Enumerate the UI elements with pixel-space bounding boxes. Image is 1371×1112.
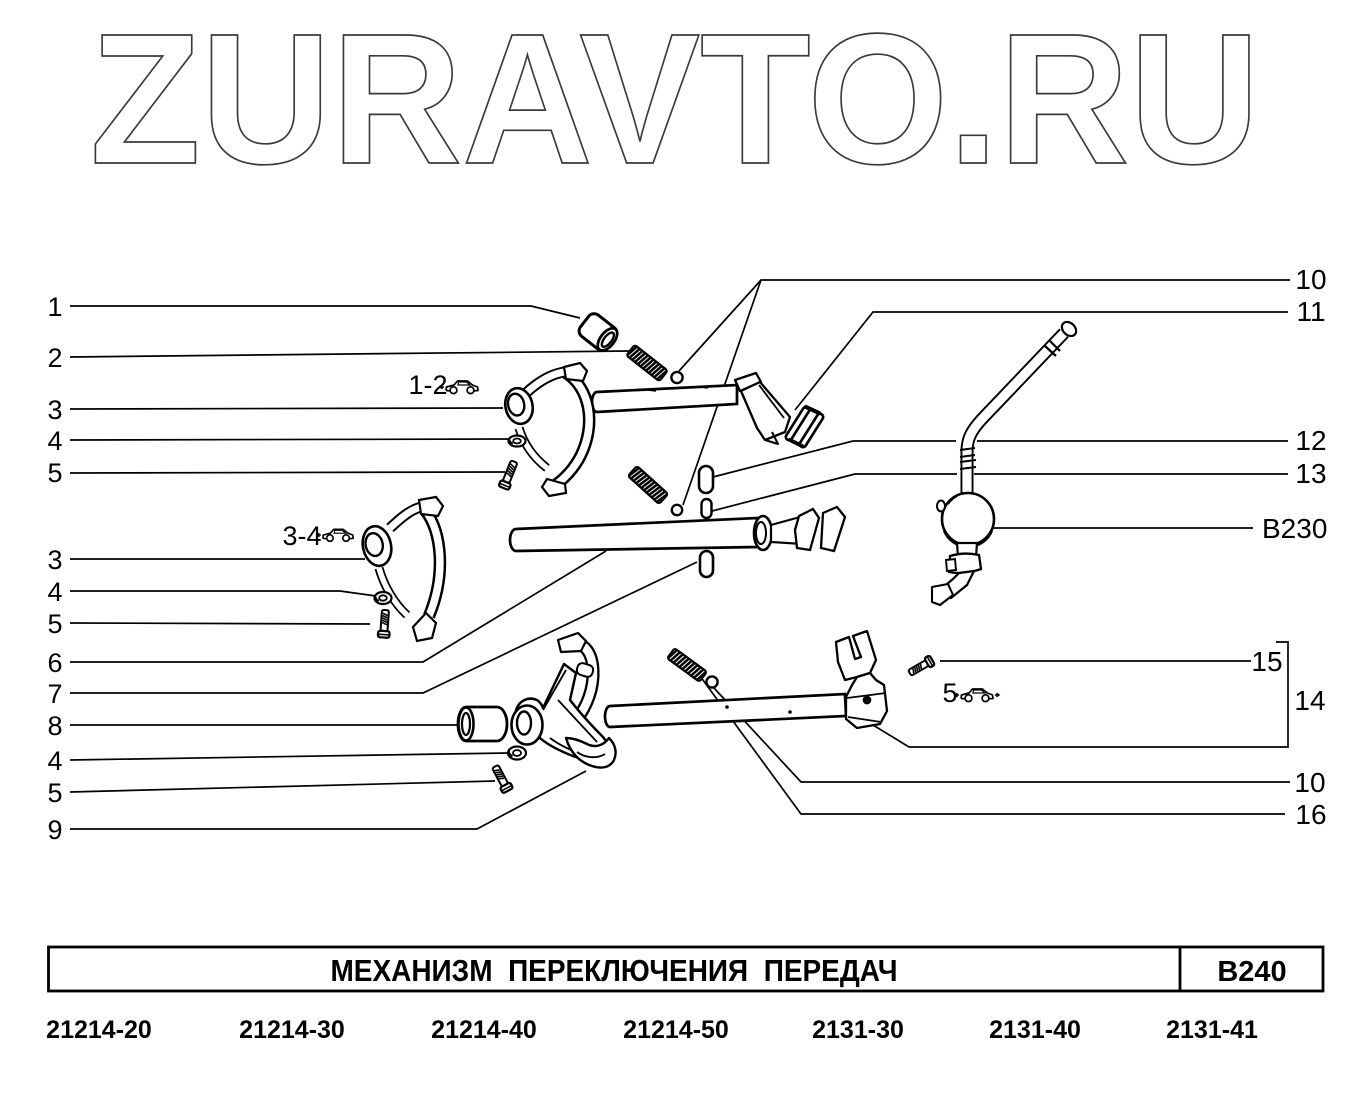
svg-text:5: 5 <box>47 458 62 488</box>
svg-text:3-4: 3-4 <box>282 521 321 551</box>
svg-text:21214-20: 21214-20 <box>46 1016 152 1044</box>
svg-text:14: 14 <box>1294 685 1325 716</box>
svg-text:2131-30: 2131-30 <box>812 1016 904 1044</box>
svg-text:5: 5 <box>942 678 957 708</box>
svg-text:3: 3 <box>47 545 62 575</box>
svg-text:4: 4 <box>47 426 62 456</box>
svg-text:7: 7 <box>47 679 62 709</box>
svg-text:5: 5 <box>47 778 62 808</box>
svg-text:2131-40: 2131-40 <box>989 1016 1081 1044</box>
svg-text:10: 10 <box>1295 264 1326 295</box>
svg-text:ZURAVTO.RU: ZURAVTO.RU <box>90 0 1260 203</box>
svg-text:11: 11 <box>1296 296 1325 327</box>
svg-text:12: 12 <box>1295 425 1326 456</box>
svg-text:B240: B240 <box>1217 956 1286 988</box>
svg-text:4: 4 <box>47 577 62 607</box>
svg-text:МЕХАНИЗМ ПЕРЕКЛЮЧЕНИЯ ПЕРЕДА: МЕХАНИЗМ ПЕРЕКЛЮЧЕНИЯ ПЕРЕДАЧ <box>331 953 898 988</box>
svg-text:21214-40: 21214-40 <box>431 1016 537 1044</box>
svg-text:10: 10 <box>1294 767 1325 798</box>
svg-text:16: 16 <box>1295 799 1326 830</box>
svg-text:4: 4 <box>47 746 62 776</box>
svg-text:21214-30: 21214-30 <box>239 1016 345 1044</box>
svg-text:1-2: 1-2 <box>408 370 447 400</box>
svg-text:9: 9 <box>47 815 62 845</box>
svg-text:8: 8 <box>47 711 62 741</box>
svg-text:13: 13 <box>1295 458 1326 489</box>
svg-text:B230: B230 <box>1262 513 1327 544</box>
svg-text:5: 5 <box>47 609 62 639</box>
svg-text:21214-50: 21214-50 <box>623 1016 729 1044</box>
svg-text:3: 3 <box>47 395 62 425</box>
svg-text:2131-41: 2131-41 <box>1166 1016 1258 1044</box>
svg-text:2: 2 <box>47 343 62 373</box>
svg-text:15: 15 <box>1251 646 1282 677</box>
svg-text:6: 6 <box>47 648 62 678</box>
svg-text:1: 1 <box>47 292 62 322</box>
